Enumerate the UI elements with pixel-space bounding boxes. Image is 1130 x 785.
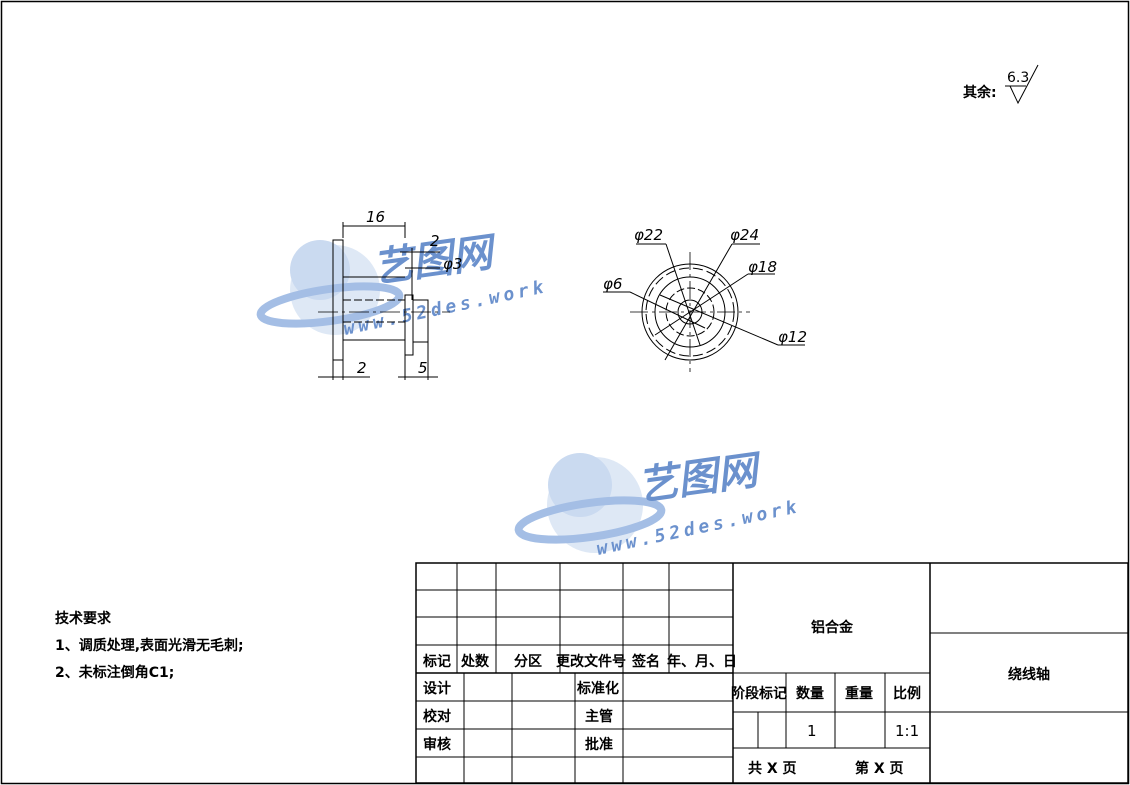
revision-headers: 标记 处数 分区 更改文件号 签名 年、月、日 bbox=[422, 653, 737, 670]
rev-header-doc: 更改文件号 bbox=[556, 653, 626, 670]
role-review: 审核 bbox=[423, 736, 451, 753]
watermark-top: 艺图网 www.52des.work bbox=[256, 229, 549, 340]
roughness-symbol-icon bbox=[1009, 64, 1039, 105]
role-approve: 批准 bbox=[585, 736, 613, 753]
tech-requirements: 技术要求 1、调质处理,表面光滑无毛刺; 2、未标注倒角C1; bbox=[55, 610, 244, 681]
total-pages: 共 X 页 bbox=[748, 760, 797, 777]
front-view bbox=[603, 243, 805, 372]
dim-d-small: 2 bbox=[430, 232, 440, 250]
dim-d18: φ18 bbox=[748, 258, 777, 276]
page-number: 第 X 页 bbox=[855, 760, 904, 777]
role-labels: 设计 校对 审核 标准化 主管 批准 bbox=[423, 680, 619, 753]
tech-item-1: 1、调质处理,表面光滑无毛刺; bbox=[55, 637, 244, 654]
role-check: 校对 bbox=[423, 708, 451, 725]
stage-header-weight: 重量 bbox=[845, 685, 873, 702]
rev-header-sign: 签名 bbox=[631, 653, 660, 670]
rev-header-mark: 标记 bbox=[422, 653, 451, 670]
dim-d6: φ6 bbox=[603, 275, 622, 293]
roughness-note: 其余: 6.3 bbox=[963, 64, 1039, 105]
stage-header-mark: 阶段标记 bbox=[731, 685, 787, 702]
roughness-label: 其余: bbox=[963, 84, 997, 101]
dim-left-thk: 2 bbox=[357, 359, 367, 377]
quantity-value: 1 bbox=[807, 722, 817, 740]
dim-d24: φ24 bbox=[730, 226, 759, 244]
dim-d-hole: φ3 bbox=[443, 255, 462, 273]
stage-header-qty: 数量 bbox=[796, 685, 824, 702]
role-standard: 标准化 bbox=[576, 680, 619, 697]
part-name: 绕线轴 bbox=[1008, 666, 1050, 683]
roughness-value: 6.3 bbox=[1007, 70, 1029, 86]
role-design: 设计 bbox=[423, 680, 451, 697]
role-supervisor: 主管 bbox=[585, 708, 613, 725]
material: 铝合金 bbox=[811, 619, 854, 636]
tech-item-2: 2、未标注倒角C1; bbox=[55, 664, 174, 681]
rev-header-date: 年、月、日 bbox=[667, 653, 737, 670]
stage-headers: 阶段标记 数量 重量 比例 bbox=[731, 685, 921, 702]
dim-d22: φ22 bbox=[634, 226, 663, 244]
dim-right-w: 5 bbox=[418, 359, 428, 377]
rev-header-count: 处数 bbox=[460, 653, 490, 670]
side-view bbox=[318, 222, 450, 380]
scale-value: 1:1 bbox=[895, 722, 919, 740]
stage-header-scale: 比例 bbox=[893, 685, 921, 702]
dim-d12: φ12 bbox=[778, 328, 807, 346]
title-block bbox=[415, 562, 1129, 784]
watermark-brand-2: 艺图网 bbox=[635, 447, 766, 510]
dim-length: 16 bbox=[366, 208, 385, 226]
watermark-center: 艺图网 www.52des.work bbox=[514, 447, 802, 560]
rev-header-zone: 分区 bbox=[514, 654, 542, 670]
tech-heading: 技术要求 bbox=[55, 610, 112, 627]
